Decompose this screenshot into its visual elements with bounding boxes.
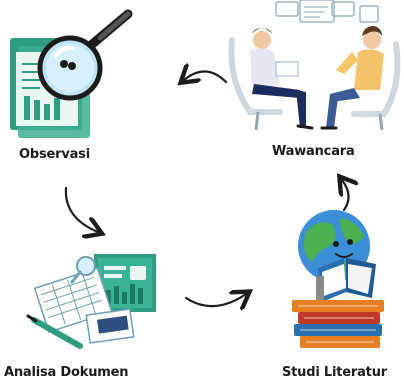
label-observasi: Observasi xyxy=(19,147,90,162)
label-studi-literatur: Studi Literatur xyxy=(282,365,387,380)
arrow-analisa-to-studi xyxy=(184,294,246,306)
interview-people-icon xyxy=(228,0,401,131)
arrow-observasi-to-analisa xyxy=(64,186,98,232)
label-wawancara: Wawancara xyxy=(272,144,355,159)
arrow-wawancara-to-observasi xyxy=(184,71,228,82)
documents-analysis-icon xyxy=(26,254,156,349)
globe-books-icon xyxy=(292,210,384,348)
arrows xyxy=(64,71,349,306)
arrow-studi-to-wawancara xyxy=(342,180,349,212)
label-analisa-dokumen: Analisa Dokumen xyxy=(4,365,129,380)
magnifier-document-icon xyxy=(10,9,133,138)
